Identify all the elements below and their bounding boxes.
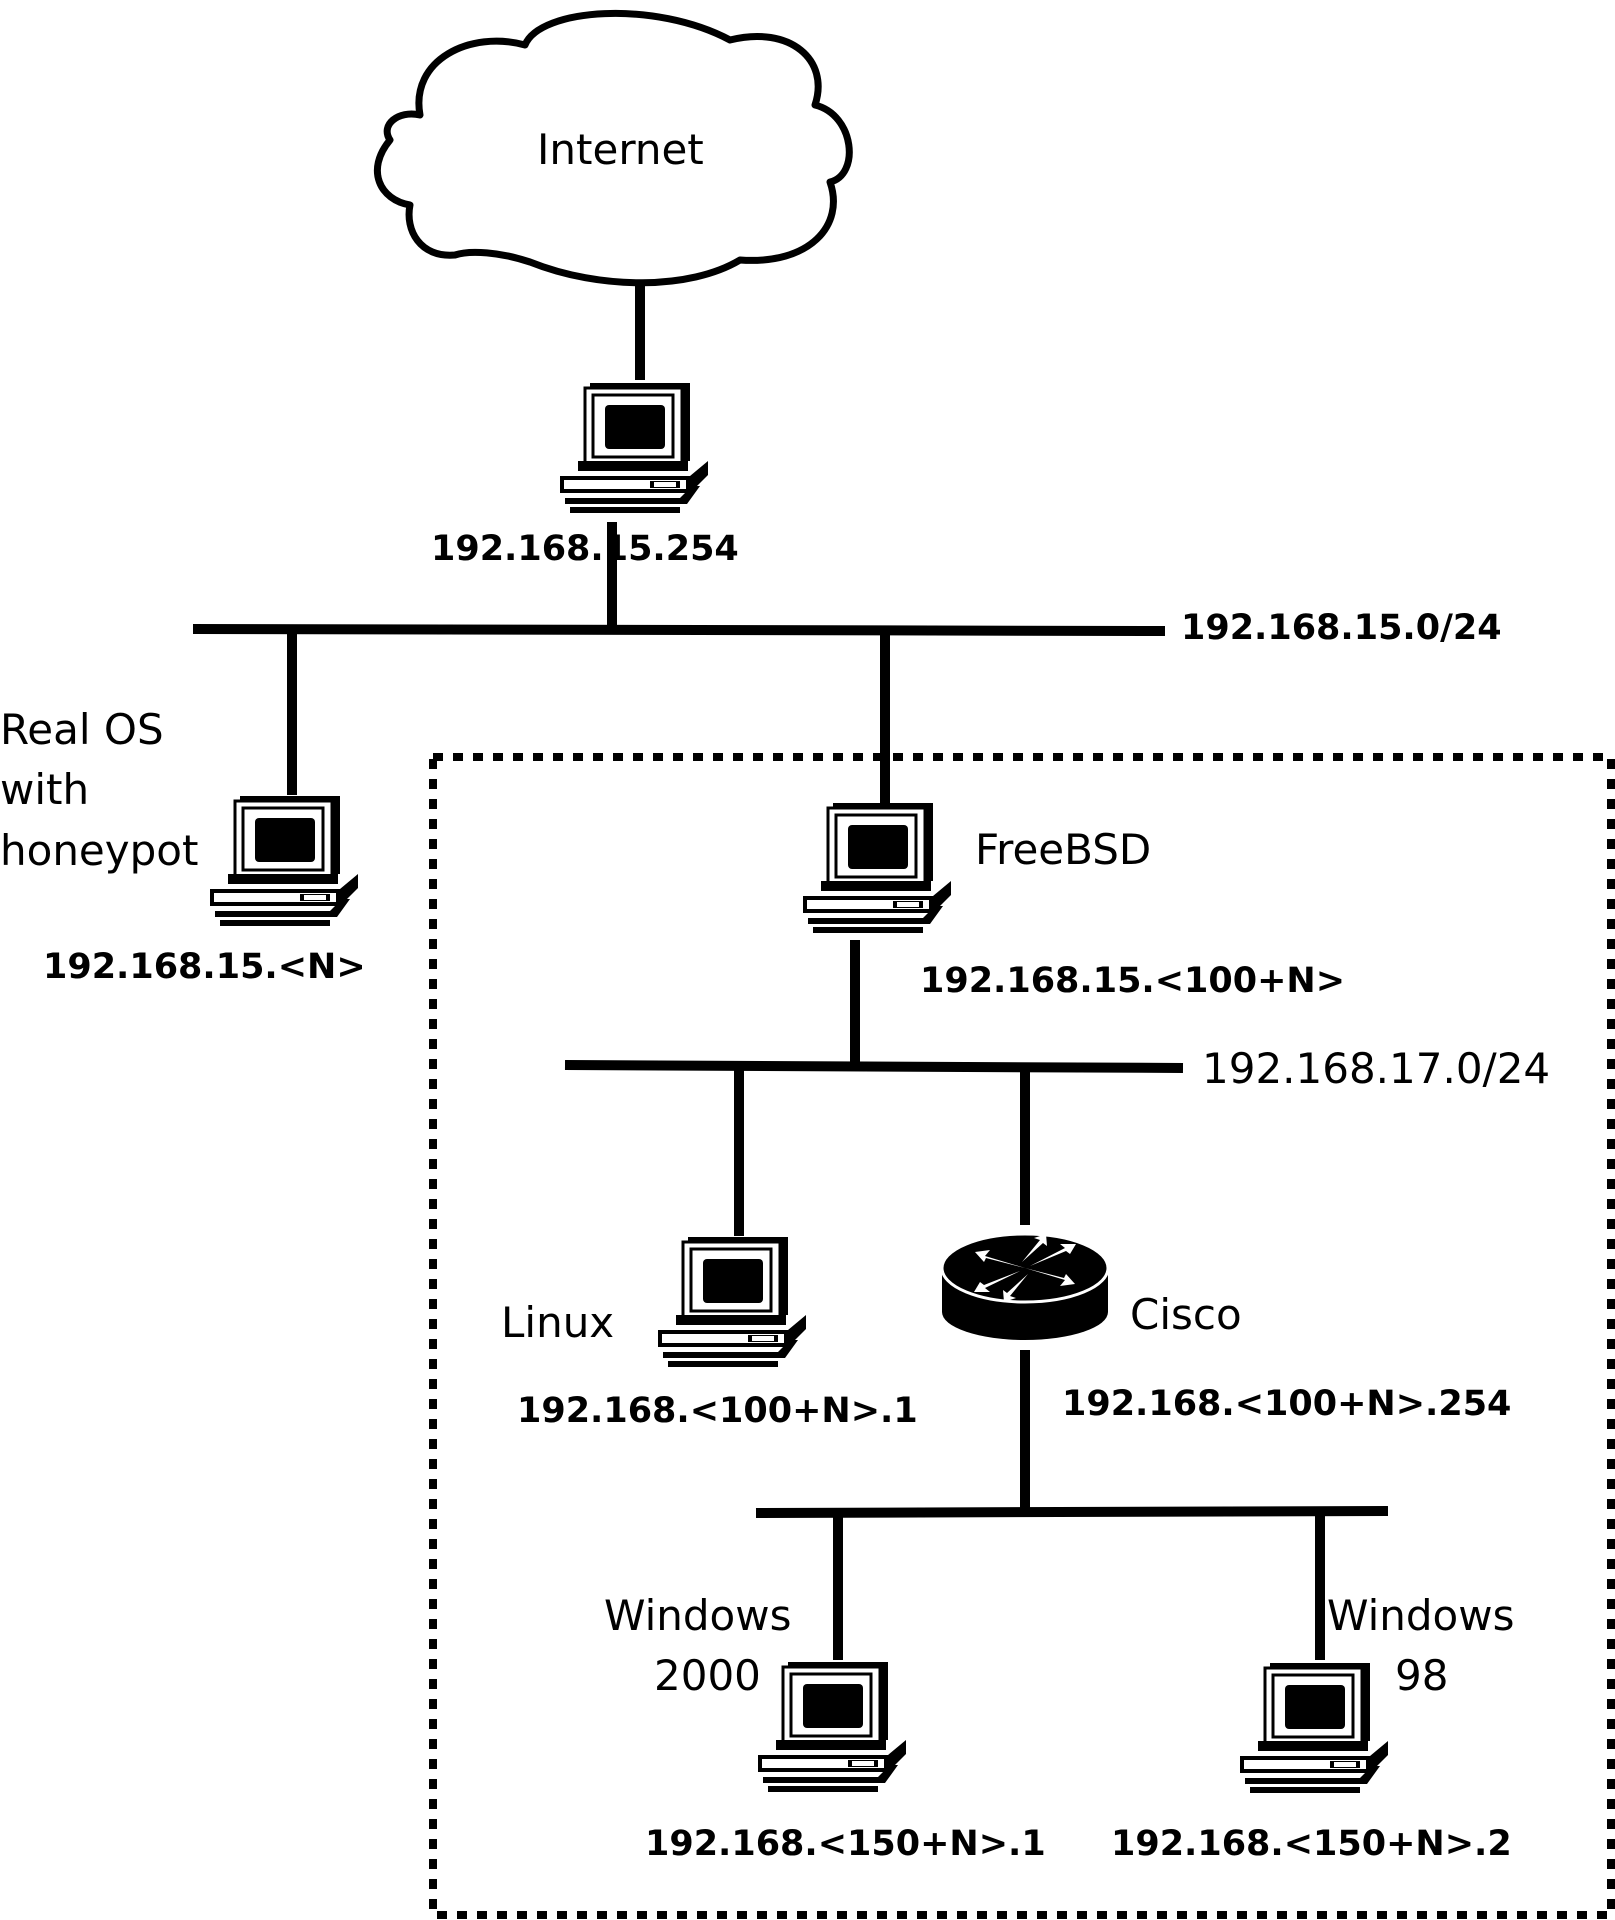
real-os-ip-label: 192.168.15.<N> xyxy=(43,947,366,987)
freebsd-computer-icon xyxy=(801,801,953,935)
gateway-ip-label: 192.168.15.254 xyxy=(431,529,739,569)
real-os-computer-icon xyxy=(208,794,360,928)
inner-network-label: 192.168.17.0/24 xyxy=(1202,1044,1551,1093)
linux-computer-icon xyxy=(656,1235,808,1369)
outer-network-bus xyxy=(192,624,1166,636)
cisco-label: Cisco xyxy=(1130,1290,1242,1339)
win2000-label-line2: 2000 xyxy=(654,1651,761,1700)
internet-label: Internet xyxy=(537,125,704,174)
router-icon xyxy=(940,1232,1110,1340)
real-os-label-line1: Real OS xyxy=(0,705,164,754)
win2000-ip-label: 192.168.<150+N>.1 xyxy=(645,1824,1046,1864)
honeynet-boundary xyxy=(429,753,1615,1919)
win98-label-line1: Windows xyxy=(1327,1591,1515,1640)
freebsd-label: FreeBSD xyxy=(975,825,1152,874)
linux-ip-label: 192.168.<100+N>.1 xyxy=(517,1391,918,1431)
linux-label: Linux xyxy=(501,1298,615,1347)
freebsd-ip-label: 192.168.15.<100+N> xyxy=(920,961,1346,1001)
inner-network-bus xyxy=(564,1060,1184,1073)
outer-network-label: 192.168.15.0/24 xyxy=(1181,608,1502,648)
real-os-label-line3: honeypot xyxy=(0,826,199,875)
cisco-ip-label: 192.168.<100+N>.254 xyxy=(1062,1384,1512,1424)
win2000-label-line1: Windows xyxy=(604,1591,792,1640)
win98-ip-label: 192.168.<150+N>.2 xyxy=(1111,1824,1512,1864)
win98-label-line2: 98 xyxy=(1395,1651,1449,1700)
lower-network-bus xyxy=(755,1506,1389,1518)
win2000-computer-icon xyxy=(756,1660,908,1794)
win98-computer-icon xyxy=(1238,1661,1390,1795)
real-os-label-line2: with xyxy=(0,765,90,814)
gateway-computer-icon xyxy=(558,381,710,515)
internet-cloud xyxy=(373,9,853,287)
